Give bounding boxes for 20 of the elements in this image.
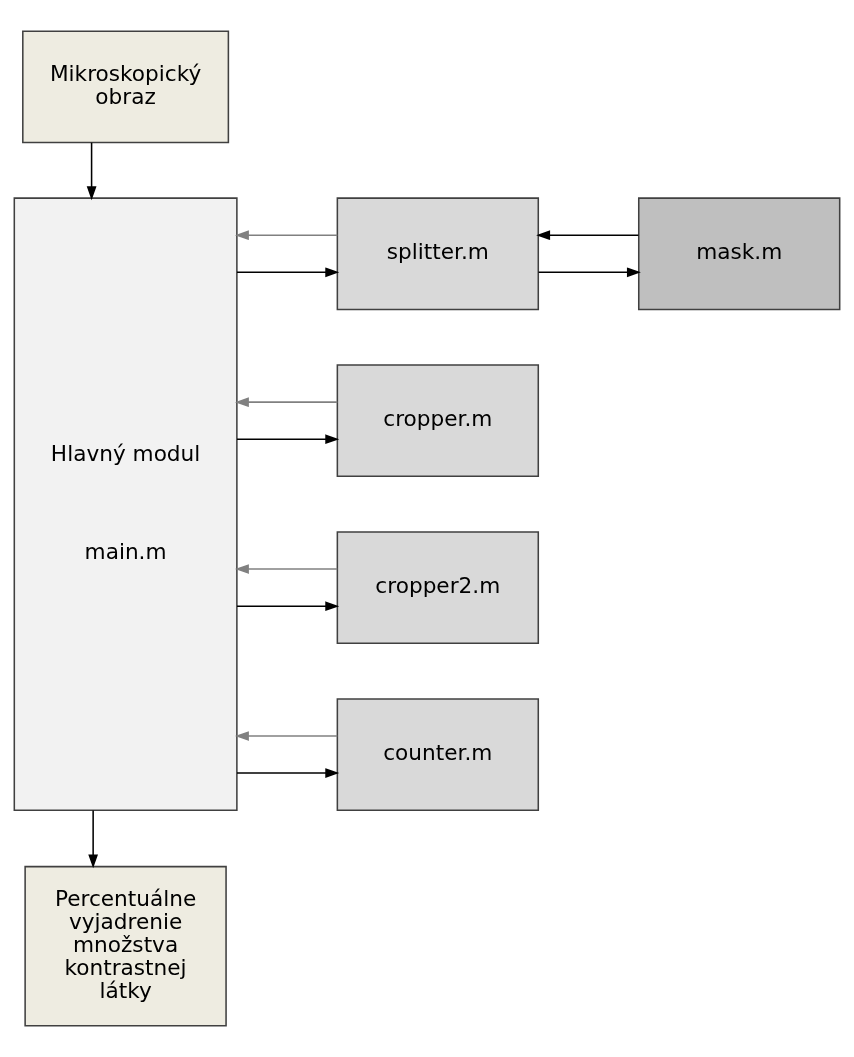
arrow xyxy=(236,267,340,278)
node-box: counter.m xyxy=(336,698,540,811)
arrow xyxy=(88,809,98,869)
arrow xyxy=(234,731,339,741)
node-box: mask.m xyxy=(638,197,841,311)
arrow xyxy=(236,768,340,778)
arrow xyxy=(234,397,339,408)
node-box: cropper.m xyxy=(336,364,540,478)
arrow xyxy=(234,230,339,241)
arrow xyxy=(236,601,340,612)
node-box: Mikroskopický obraz xyxy=(22,30,230,144)
node-box: splitter.m xyxy=(336,197,540,311)
arrow xyxy=(537,267,641,278)
arrow xyxy=(536,230,640,241)
arrow xyxy=(234,564,339,574)
node-box: cropper2.m xyxy=(336,531,540,645)
node-box: Percentuálne vyjadrenie množstva kontrastnej látky xyxy=(24,865,227,1027)
node-box: Hlavný modul main.m xyxy=(13,197,238,811)
arrow xyxy=(236,434,340,445)
arrow xyxy=(86,141,97,201)
